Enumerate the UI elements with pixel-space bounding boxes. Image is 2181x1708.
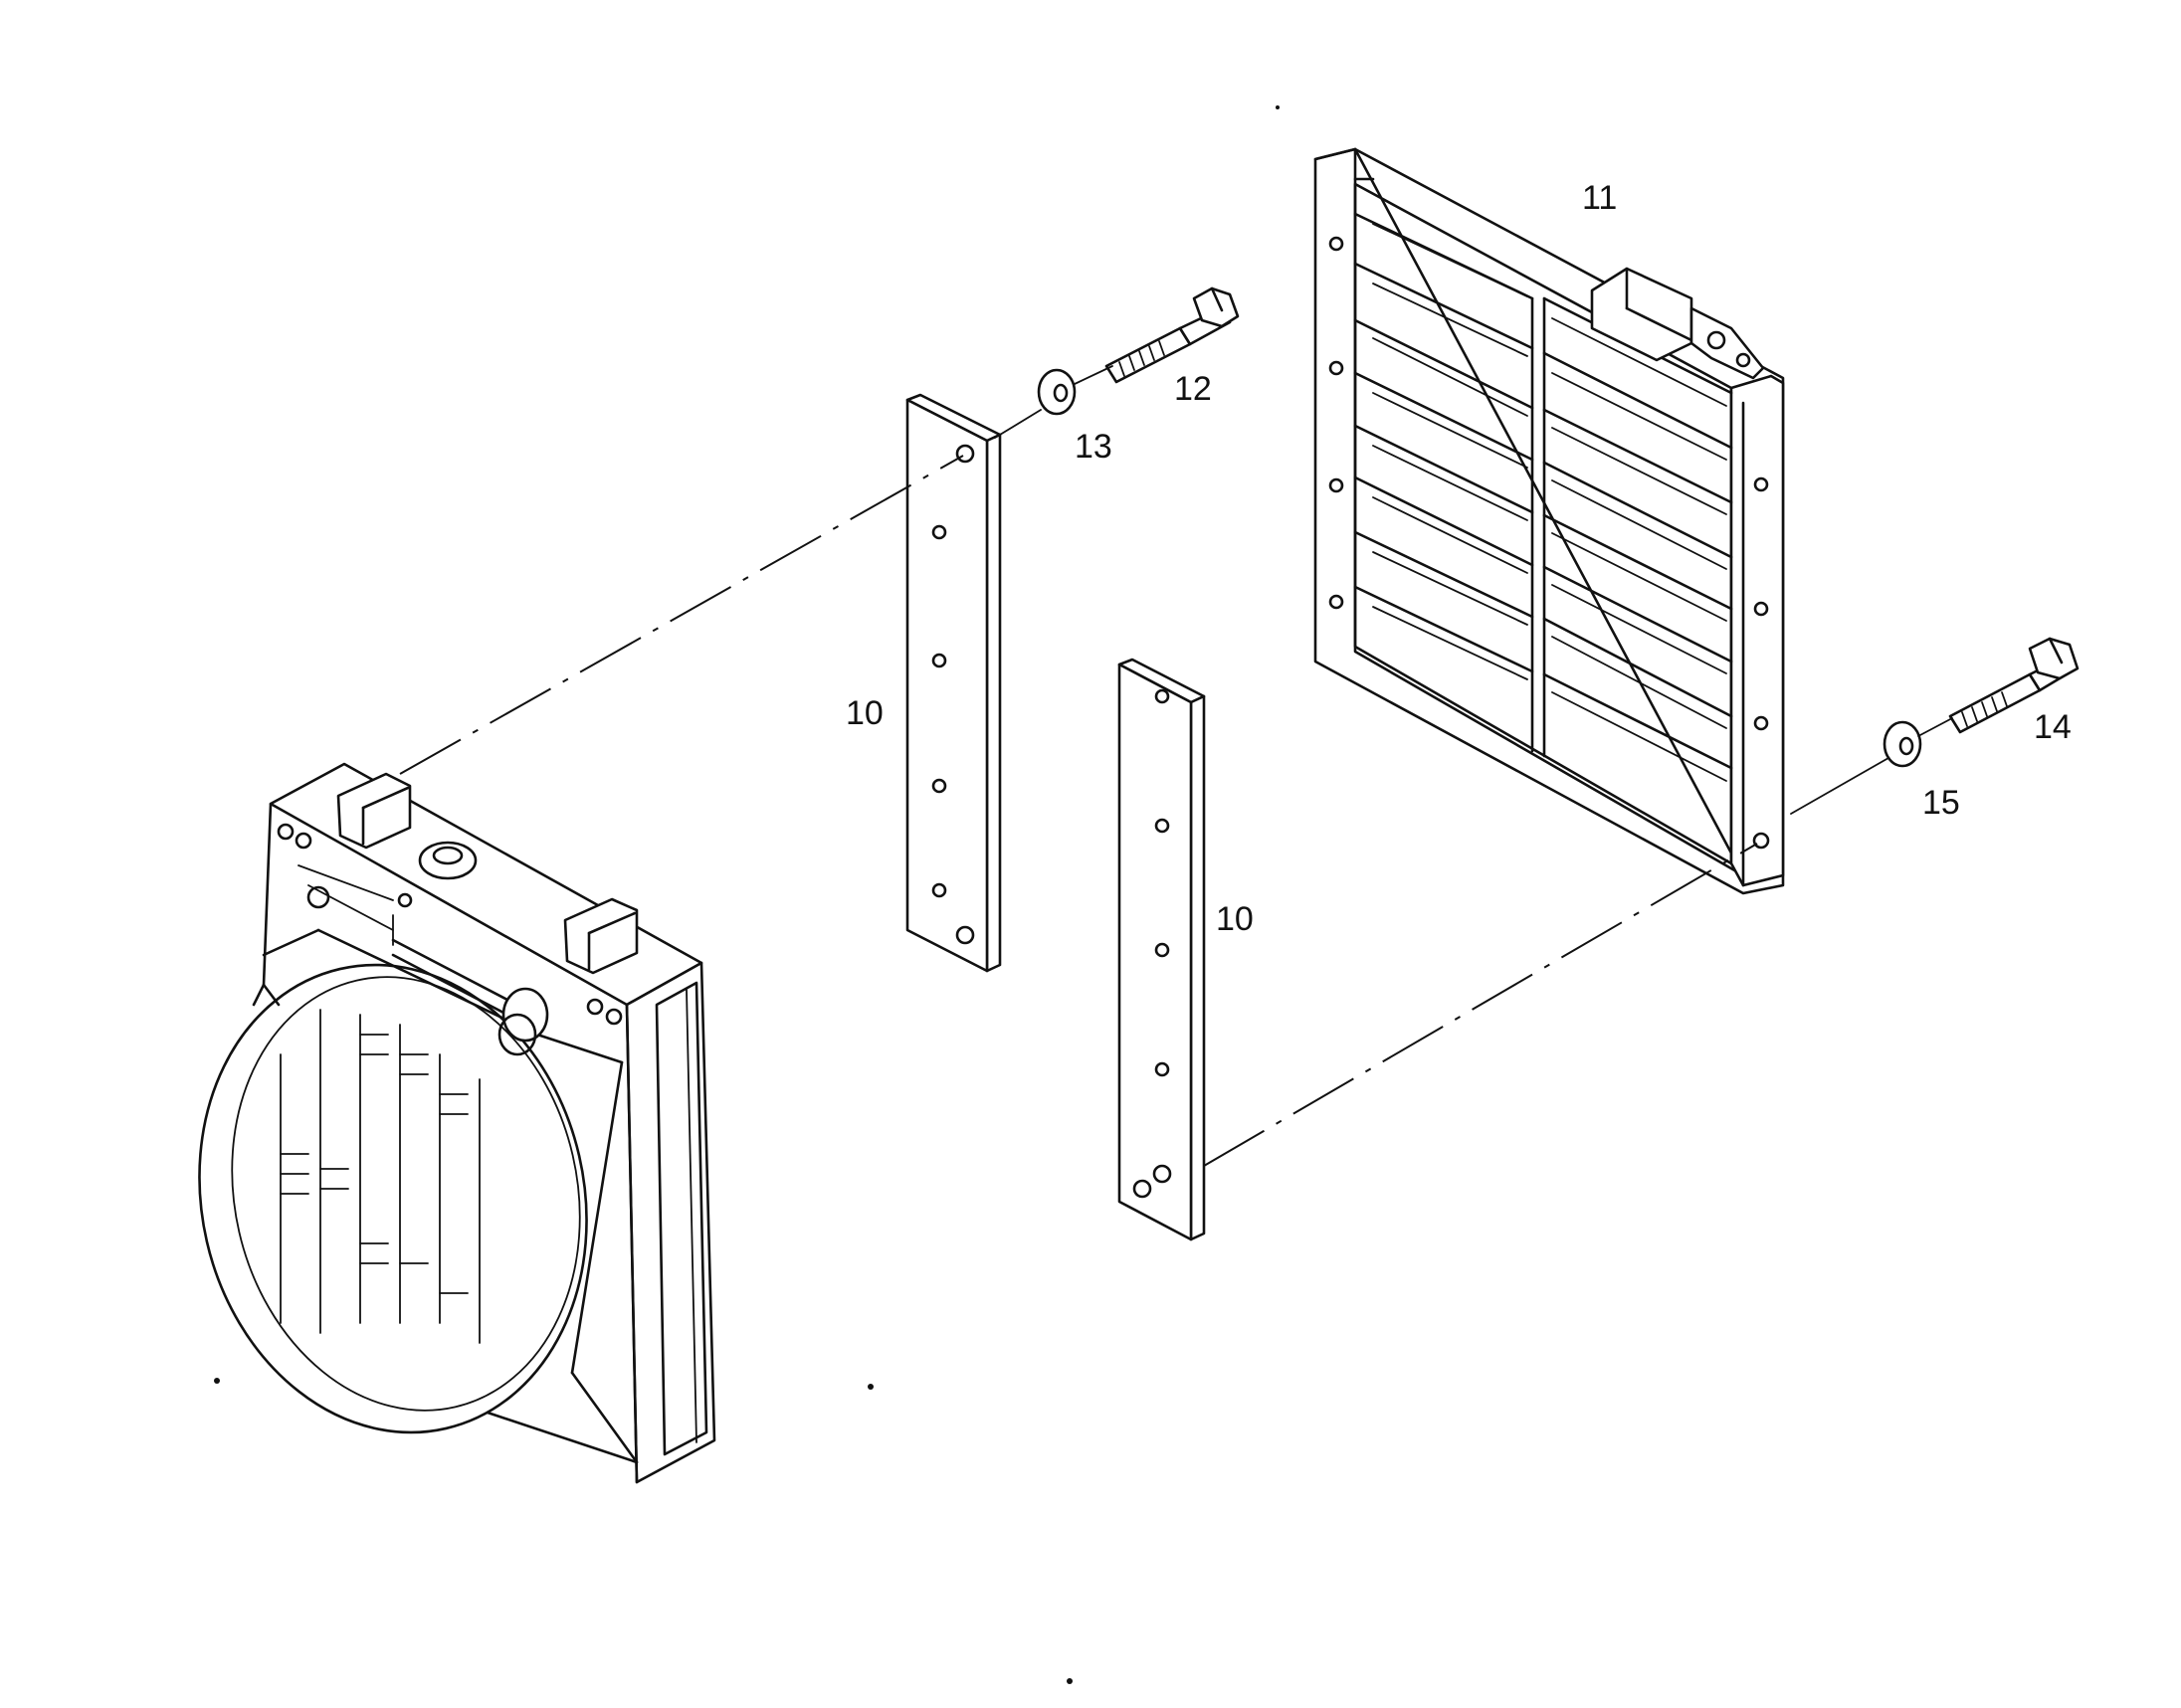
stray-dot <box>1276 105 1280 109</box>
fan-shroud-ring <box>198 963 588 1434</box>
radiator-assembly <box>198 762 716 1484</box>
radiator-outlet-pipe <box>391 938 549 1056</box>
radiator-side-tank-inner <box>655 981 708 1456</box>
radiator-top-face <box>269 762 703 1007</box>
assembly-centerlines <box>399 365 1953 1167</box>
bolt-lower <box>1948 637 2080 734</box>
callout-washer-lower: 15 <box>1922 784 1960 822</box>
callout-louver-shutter: 11 <box>1582 179 1617 217</box>
callout-bolt-lower: 14 <box>2034 708 2072 746</box>
callout-mount-bar-left: 10 <box>846 694 884 732</box>
shutter-actuator <box>1590 267 1765 380</box>
radiator-core-fins <box>280 1009 481 1344</box>
shutter-frame <box>1313 147 1785 895</box>
stray-dot <box>1067 1678 1073 1684</box>
stray-dot <box>214 1378 220 1384</box>
radiator-top-bracket-right <box>563 897 639 975</box>
mount-bar-right <box>1117 658 1206 1241</box>
mount-bar-left <box>905 393 1002 973</box>
shutter-louvers <box>1353 212 1733 782</box>
washer-upper <box>1037 368 1077 416</box>
radiator-top-bracket-left <box>336 772 412 850</box>
stray-dot <box>868 1384 874 1390</box>
louver-shutter <box>1313 147 1785 895</box>
callout-washer-upper: 13 <box>1075 428 1112 466</box>
bolt-upper <box>1104 286 1240 384</box>
radiator-filler-cap <box>418 841 478 880</box>
fan-shroud-inner-ring <box>231 976 581 1412</box>
callout-mount-bar-right: 10 <box>1216 900 1254 938</box>
washer-lower <box>1883 720 1922 768</box>
callout-bolt-upper: 12 <box>1174 370 1212 408</box>
